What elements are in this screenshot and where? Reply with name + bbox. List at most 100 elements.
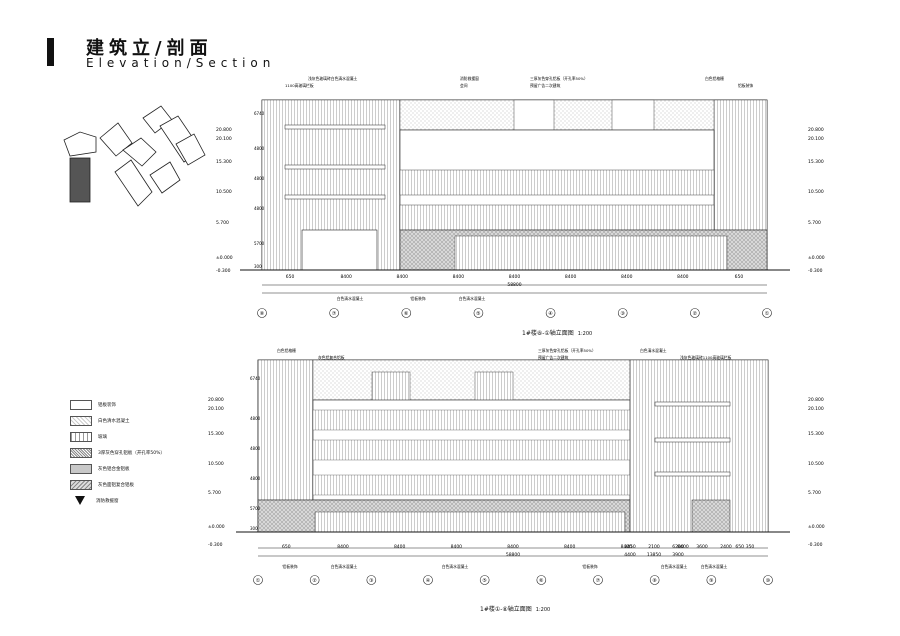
level-label-left: 5.700 xyxy=(216,220,229,226)
level-label-left: 15.300 xyxy=(208,431,224,437)
legend: 铝板装饰白色清水混凝土玻璃 3厚灰色穿孔铝板（开孔率50%） 灰色铝合金铝板灰色面铝… xyxy=(70,398,190,510)
level-label-left: ±0.000 xyxy=(208,524,225,530)
axis-bubble xyxy=(545,308,556,318)
legend-label: 3厚灰色穿孔铝板（开孔率50%） xyxy=(98,450,165,456)
axis-bubble xyxy=(253,575,263,585)
level-label-right: ±0.000 xyxy=(808,255,825,261)
callout-label: 预留广告二次建筑 xyxy=(538,355,569,360)
dim-extra: 3600 xyxy=(696,544,708,550)
dim-vertical: 300 xyxy=(250,526,258,531)
caption-bottom-title: 1#楼①-⑧轴立面图 xyxy=(480,606,532,613)
axis-label: ⑥ xyxy=(539,578,544,584)
legend-item: 灰色铝合金铝板 xyxy=(70,462,190,475)
legend-label: 白色清水混凝土 xyxy=(98,418,130,424)
material-label: 白色清水混凝土 xyxy=(331,564,358,569)
axis-bubble xyxy=(401,308,412,318)
material-label: 白色清水混凝土 xyxy=(701,564,728,569)
legend-label: 铝板装饰 xyxy=(98,402,116,408)
level-label-right: 20.100 xyxy=(808,136,824,142)
level-label-right: -0.300 xyxy=(808,542,823,548)
dim-extra: 3900 xyxy=(672,552,684,558)
caption-bottom-scale: 1:200 xyxy=(535,607,551,613)
dim-bottom: 8400 xyxy=(507,544,519,550)
level-label-right: 20.100 xyxy=(808,406,824,412)
legend-swatch xyxy=(70,479,92,490)
legend-label: 玻璃 xyxy=(98,434,107,440)
header-accent-bar xyxy=(47,38,54,66)
axis-label: ⑩ xyxy=(766,578,771,584)
dim-vertical: 4800 xyxy=(250,476,261,481)
level-label-right: ±0.000 xyxy=(808,524,825,530)
axis-label: ③ xyxy=(620,311,624,317)
legend-item: 玻璃 xyxy=(70,430,190,443)
axis-bubble xyxy=(329,308,339,318)
elevation-bottom xyxy=(236,359,790,557)
dim-total: 58800 xyxy=(506,552,520,558)
dim-extra: 350 xyxy=(746,544,755,550)
level-label-right: 5.700 xyxy=(808,220,821,226)
callout-label: 白色铝格栅 xyxy=(277,348,296,353)
axis-bubble xyxy=(473,308,484,318)
dim-vertical: 4800 xyxy=(254,206,265,211)
dim-vertical: 300 xyxy=(254,264,262,269)
level-label-right: 10.500 xyxy=(808,461,824,467)
axis-label: ③ xyxy=(369,578,373,584)
axis-bubble xyxy=(762,308,772,318)
axis-bubble xyxy=(309,575,320,585)
dim-extra: 6200 xyxy=(672,544,684,550)
legend-item: 消防救援窗 xyxy=(70,494,190,507)
callout-label: 消防救援窗 xyxy=(460,76,479,81)
dim-extra: 2400 xyxy=(720,544,732,550)
legend-item: 灰色面铝复合铝板 xyxy=(70,478,190,491)
callout-label: 三厚灰色穿孔铝板（开孔率50%） xyxy=(538,348,596,353)
dim-extra: 13850 xyxy=(647,552,661,558)
dim-extra: 3450 xyxy=(624,544,636,550)
dim-bottom: 8400 xyxy=(337,544,349,550)
level-label-left: ±0.000 xyxy=(216,255,233,261)
material-label: 铝板装饰 xyxy=(282,564,297,569)
axis-label: ⑦ xyxy=(596,578,601,584)
level-label-right: 15.300 xyxy=(808,159,824,165)
dim-vertical: 4800 xyxy=(250,446,261,451)
legend-swatch xyxy=(70,463,92,474)
legend-label: 灰色面铝复合铝板 xyxy=(98,482,134,488)
axis-label: ⑤ xyxy=(482,578,486,584)
level-label-left: 20.800 xyxy=(216,127,232,133)
material-label: 白色清水混凝土 xyxy=(337,296,364,301)
axis-label: ⑧ xyxy=(260,311,265,317)
axis-bubble xyxy=(366,575,377,585)
legend-item: 铝板装饰 xyxy=(70,398,190,411)
callout-label: 会间 xyxy=(460,83,468,88)
dim-bottom: 650 xyxy=(286,274,295,280)
dim-vertical: 4800 xyxy=(254,176,265,181)
level-label-right: 20.800 xyxy=(808,397,824,403)
axis-bubble xyxy=(257,308,267,318)
dim-bottom: 650 xyxy=(735,274,744,280)
level-label-left: 10.500 xyxy=(208,461,224,467)
axis-label: ⑨ xyxy=(709,578,713,584)
dim-bottom: 8400 xyxy=(509,274,521,280)
legend-item: 白色清水混凝土 xyxy=(70,414,190,427)
dim-bottom: 8400 xyxy=(394,544,406,550)
level-label-left: 20.800 xyxy=(208,397,224,403)
axis-label: ② xyxy=(312,578,317,584)
dim-bottom: 8400 xyxy=(565,274,577,280)
site-key-plan xyxy=(63,105,206,207)
dim-vertical: 5700 xyxy=(250,506,261,511)
dim-bottom: 8400 xyxy=(564,544,576,550)
level-label-left: 10.500 xyxy=(216,189,232,195)
level-label-right: -0.300 xyxy=(808,268,823,274)
axis-bubble xyxy=(763,575,773,585)
level-label-left: -0.300 xyxy=(208,542,223,548)
dim-vertical: 6740 xyxy=(254,111,265,116)
material-label: 铝板装饰 xyxy=(582,564,597,569)
callout-label: 铝板装饰 xyxy=(738,83,753,88)
axis-bubble xyxy=(617,308,628,318)
dim-bottom: 8400 xyxy=(621,544,633,550)
axis-label: ⑧ xyxy=(652,578,657,584)
dim-vertical: 4800 xyxy=(254,146,265,151)
level-label-left: 5.700 xyxy=(208,490,221,496)
level-label-left: 20.100 xyxy=(208,406,224,412)
page-subtitle: Elevation/Section xyxy=(86,56,276,70)
